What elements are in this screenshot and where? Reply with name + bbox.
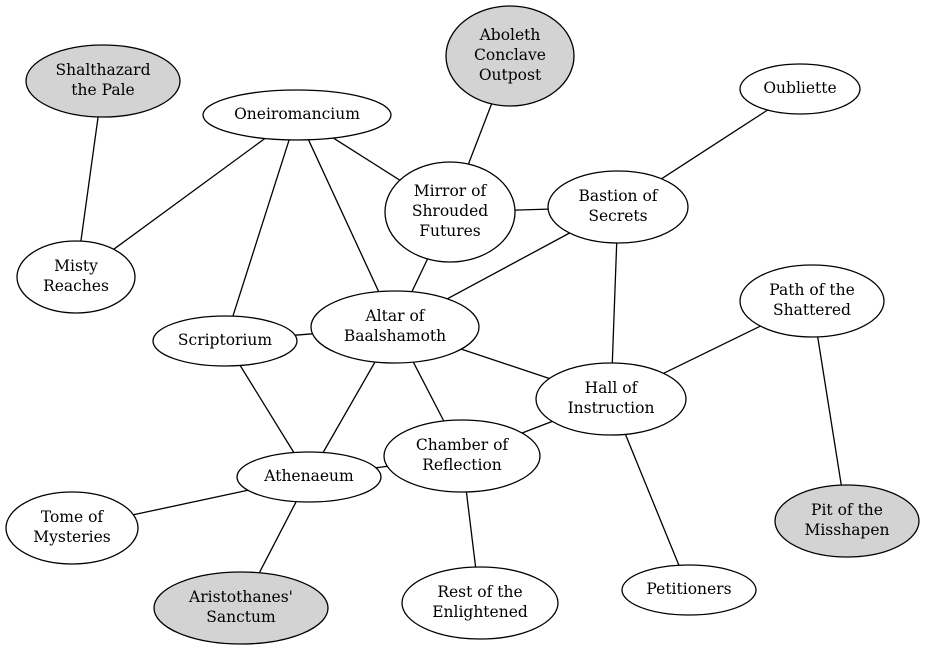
- node-label-petitioners-line-0: Petitioners: [646, 580, 731, 598]
- node-altar: Altar of Baalshamoth: [310, 290, 480, 364]
- node-shalthazard: Shalthazard the Pale: [25, 44, 181, 118]
- node-ellipse-rest: [401, 566, 559, 640]
- node-label-athenaeum-line-0: Athenaeum: [263, 467, 354, 485]
- node-label-oubliette-line-0: Oubliette: [763, 79, 836, 97]
- edge-mirror-bastion: [514, 208, 549, 211]
- node-aristothanes: Aristothanes' Sanctum: [153, 571, 329, 645]
- edge-oneiromancium-altar: [307, 139, 380, 292]
- node-label-tome-line-0: Tome of: [41, 508, 105, 526]
- node-athenaeum: Athenaeum: [236, 451, 382, 503]
- node-ellipse-petitioners: [621, 564, 757, 616]
- node-petitioners: Petitioners: [621, 564, 757, 616]
- node-label-mirror-line-2: Futures: [419, 222, 481, 240]
- edge-shalthazard-misty: [80, 116, 99, 242]
- node-scriptorium: Scriptorium: [152, 315, 298, 367]
- node-ellipse-oubliette: [739, 63, 861, 115]
- node-label-chamber-line-1: Reflection: [422, 456, 502, 474]
- edge-oubliette-bastion: [661, 109, 768, 180]
- node-label-misty-line-0: Misty: [54, 257, 98, 275]
- nodes-layer: Shalthazard the Pale AbolethConclaveOutpos…: [5, 5, 920, 645]
- node-label-aboleth-line-2: Outpost: [479, 66, 542, 84]
- node-ellipse-aristothanes: [153, 571, 329, 645]
- edge-aboleth-mirror: [467, 103, 493, 165]
- node-ellipse-aboleth: [445, 5, 575, 107]
- node-label-rest-line-1: Enlightened: [432, 603, 528, 621]
- node-label-misty-line-1: Reaches: [43, 277, 109, 295]
- node-label-tome-line-1: Mysteries: [33, 528, 111, 546]
- edge-scriptorium-altar: [295, 333, 313, 336]
- node-label-path-line-1: Shattered: [773, 301, 851, 319]
- node-label-bastion-line-0: Bastion of: [578, 187, 658, 205]
- edge-mirror-altar: [411, 258, 429, 292]
- node-label-shalthazard-line-0: Shalthazard: [56, 61, 151, 79]
- node-label-mirror-line-1: Shrouded: [412, 202, 488, 220]
- node-tome: Tome of Mysteries: [5, 491, 139, 565]
- node-ellipse-altar: [310, 290, 480, 364]
- edge-hall-chamber: [521, 420, 553, 434]
- edge-bastion-hall: [611, 242, 618, 364]
- node-ellipse-bastion: [547, 170, 689, 244]
- node-label-oneiromancium-line-0: Oneiromancium: [234, 105, 360, 123]
- edge-athenaeum-aristothanes: [258, 501, 297, 574]
- node-label-chamber-line-0: Chamber of: [416, 436, 510, 454]
- node-ellipse-scriptorium: [152, 315, 298, 367]
- edge-altar-hall: [461, 348, 550, 380]
- node-chamber: Chamber of Reflection: [383, 419, 541, 493]
- node-label-aboleth-line-1: Conclave: [474, 46, 546, 64]
- node-ellipse-shalthazard: [25, 44, 181, 118]
- edge-altar-athenaeum: [322, 361, 376, 453]
- edge-chamber-rest: [465, 491, 477, 568]
- node-oneiromancium: Oneiromancium: [202, 89, 392, 141]
- node-label-aboleth-line-0: Aboleth: [479, 26, 541, 44]
- edge-oneiromancium-mirror: [333, 137, 401, 181]
- node-ellipse-oneiromancium: [202, 89, 392, 141]
- edge-path-hall: [663, 325, 761, 374]
- edge-oneiromancium-misty: [113, 137, 266, 250]
- node-ellipse-path: [739, 264, 885, 338]
- node-bastion: Bastion of Secrets: [547, 170, 689, 244]
- node-label-altar-line-1: Baalshamoth: [344, 327, 446, 345]
- edge-path-pit: [817, 336, 842, 486]
- node-label-hall-line-0: Hall of: [585, 379, 639, 397]
- node-ellipse-athenaeum: [236, 451, 382, 503]
- node-ellipse-tome: [5, 491, 139, 565]
- node-ellipse-hall: [535, 362, 687, 436]
- edge-chamber-athenaeum: [375, 465, 388, 469]
- edge-hall-petitioners: [624, 434, 680, 566]
- node-label-bastion-line-1: Secrets: [588, 207, 647, 225]
- node-label-mirror-line-0: Mirror of: [414, 182, 488, 200]
- node-label-rest-line-0: Rest of the: [437, 583, 522, 601]
- node-oubliette: Oubliette: [739, 63, 861, 115]
- node-label-pit-line-0: Pit of the: [811, 501, 883, 519]
- node-label-aristothanes-line-0: Aristothanes': [188, 588, 293, 606]
- node-hall: Hall of Instruction: [535, 362, 687, 436]
- node-label-shalthazard-line-1: the Pale: [71, 81, 134, 99]
- node-label-aristothanes-line-1: Sanctum: [206, 608, 276, 626]
- node-ellipse-chamber: [383, 419, 541, 493]
- edge-scriptorium-athenaeum: [239, 365, 295, 453]
- edge-bastion-altar: [446, 232, 570, 300]
- node-label-hall-line-1: Instruction: [568, 399, 655, 417]
- node-label-pit-line-1: Misshapen: [804, 521, 889, 539]
- edges-layer: [80, 103, 842, 574]
- node-label-scriptorium-line-0: Scriptorium: [178, 331, 272, 349]
- node-ellipse-pit: [774, 484, 920, 558]
- edge-oneiromancium-scriptorium: [232, 139, 290, 317]
- node-ellipse-mirror: [384, 161, 516, 263]
- node-ellipse-misty: [16, 240, 136, 314]
- node-label-path-line-0: Path of the: [769, 281, 855, 299]
- edge-athenaeum-tome: [133, 489, 248, 516]
- node-label-altar-line-0: Altar of: [364, 307, 425, 325]
- edge-altar-chamber: [412, 361, 445, 422]
